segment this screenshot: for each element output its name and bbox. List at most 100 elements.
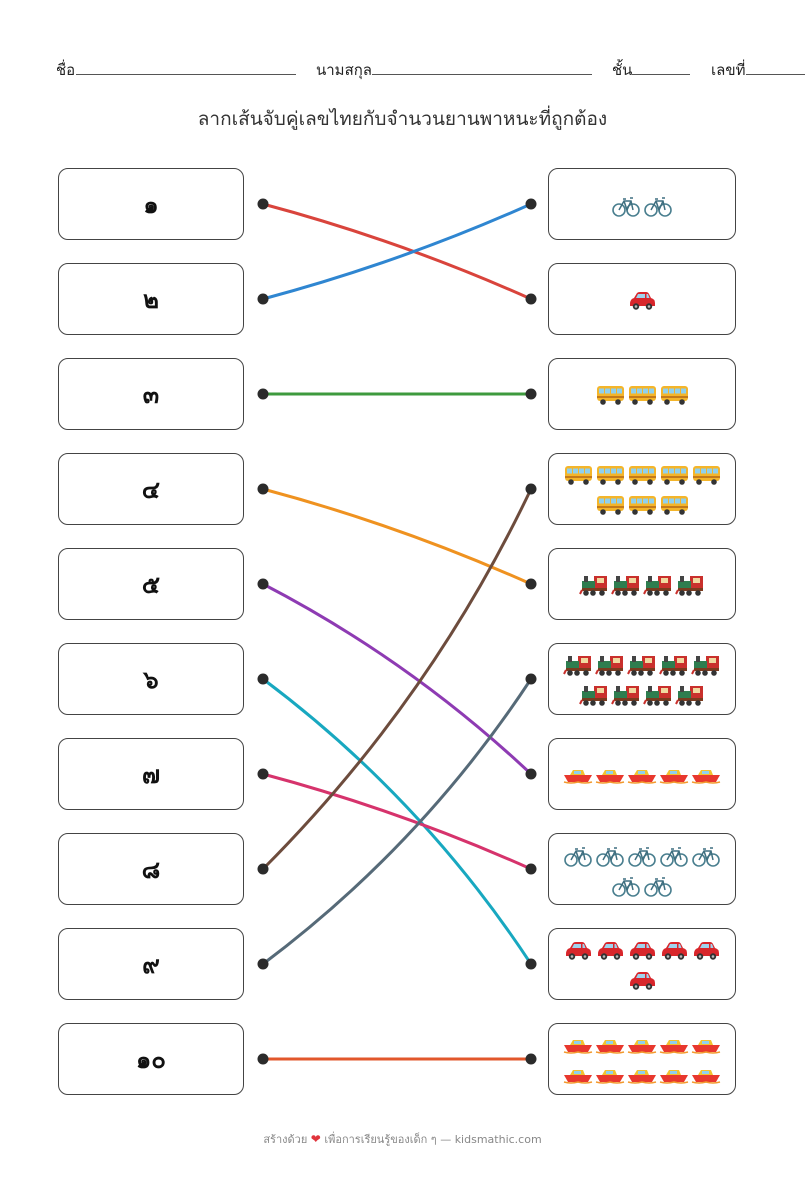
train-icon [691,656,719,676]
bicycle-icon [596,847,624,867]
right-connector-dot[interactable] [525,198,537,210]
vehicle-row [578,679,706,709]
vehicle-card[interactable] [548,928,736,1000]
vehicle-card[interactable] [548,1023,736,1095]
bicycle-icon [660,847,688,867]
bus-icon [597,496,624,515]
left-connector-dot[interactable] [257,198,269,210]
vehicle-card[interactable] [548,263,736,335]
car-icon [630,942,655,960]
right-connector-dot[interactable] [525,388,537,400]
boat-icon [627,1040,657,1054]
right-connector-dot[interactable] [525,768,537,780]
vehicle-card[interactable] [548,643,736,715]
train-icon [659,656,687,676]
match-line [261,582,533,776]
boat-icon [595,1040,625,1054]
boat-icon [595,770,625,784]
thai-number: ๓ [142,380,160,409]
vehicle-row [578,569,706,599]
number-card[interactable]: ๓ [58,358,244,430]
left-connector-dot[interactable] [257,768,269,780]
car-icon [630,972,655,990]
vehicle-row [562,1059,722,1089]
boat-icon [563,1070,593,1084]
number-card[interactable]: ๘ [58,833,244,905]
boat-icon [659,770,689,784]
train-icon [579,576,607,596]
car-icon [694,942,719,960]
vehicle-row [594,489,690,519]
boat-icon [627,770,657,784]
train-icon [643,686,671,706]
match-line [261,202,533,301]
vehicle-card[interactable] [548,548,736,620]
right-connector-dot[interactable] [525,293,537,305]
bus-icon [629,466,656,485]
number-card[interactable]: ๒ [58,263,244,335]
vehicle-row [626,284,658,314]
vehicle-card[interactable] [548,453,736,525]
left-connector-dot[interactable] [257,1053,269,1065]
right-connector-dot[interactable] [525,483,537,495]
vehicle-card[interactable] [548,358,736,430]
number-card[interactable]: ๗ [58,738,244,810]
vehicle-row [610,189,674,219]
footer-text-after: เพื่อการเรียนรู้ของเด็ก ๆ — kidsmathic.c… [324,1133,542,1146]
left-connector-dot[interactable] [257,863,269,875]
left-connector-dot[interactable] [257,673,269,685]
bus-icon [565,466,592,485]
match-line [261,677,533,966]
boat-icon [691,1070,721,1084]
right-connector-dot[interactable] [525,578,537,590]
train-icon [611,686,639,706]
match-line [261,487,533,586]
left-connector-dot[interactable] [257,578,269,590]
right-connector-dot[interactable] [525,863,537,875]
boat-icon [659,1070,689,1084]
class-field[interactable] [632,74,690,75]
number-card[interactable]: ๙ [58,928,244,1000]
bicycle-icon [612,877,640,897]
match-line [261,487,533,871]
number-card[interactable]: ๕ [58,548,244,620]
boat-icon [691,1040,721,1054]
thai-number: ๗ [141,760,161,789]
number-card[interactable]: ๖ [58,643,244,715]
boat-icon [563,1040,593,1054]
car-icon [566,942,591,960]
vehicle-card[interactable] [548,833,736,905]
left-connector-dot[interactable] [257,293,269,305]
boat-icon [563,770,593,784]
car-icon [598,942,623,960]
bus-icon [661,466,688,485]
vehicle-row [610,869,674,899]
number-card[interactable]: ๑ [58,168,244,240]
right-connector-dot[interactable] [525,958,537,970]
thai-number: ๑๐ [136,1045,166,1074]
bus-icon [597,466,624,485]
bicycle-icon [692,847,720,867]
vehicle-card[interactable] [548,738,736,810]
bus-icon [597,386,624,405]
name-field[interactable] [76,74,296,75]
bicycle-icon [644,197,672,217]
bus-icon [661,386,688,405]
surname-field[interactable] [372,74,592,75]
right-connector-dot[interactable] [525,1053,537,1065]
train-icon [675,686,703,706]
left-connector-dot[interactable] [257,483,269,495]
number-label: เลขที่ [711,61,746,79]
number-card[interactable]: ๔ [58,453,244,525]
bus-icon [693,466,720,485]
left-connector-dot[interactable] [257,958,269,970]
vehicle-row [562,934,722,964]
vehicle-card[interactable] [548,168,736,240]
vehicle-row [626,964,658,994]
number-field[interactable] [746,74,805,75]
train-icon [643,576,671,596]
number-card[interactable]: ๑๐ [58,1023,244,1095]
right-connector-dot[interactable] [525,673,537,685]
surname-label: นามสกุล [316,61,372,79]
left-connector-dot[interactable] [257,388,269,400]
